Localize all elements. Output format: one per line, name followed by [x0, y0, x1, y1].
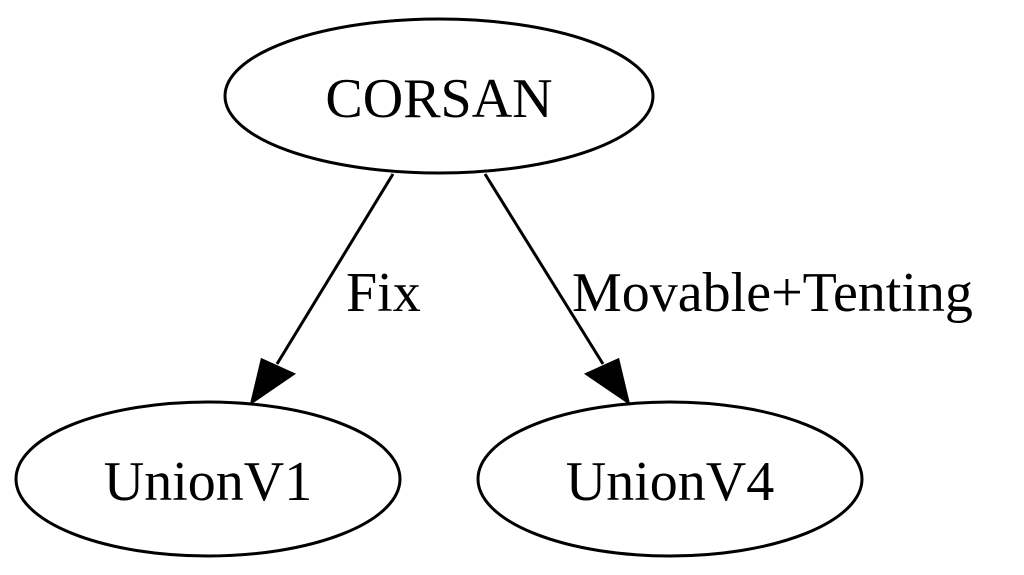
node-unionv4[interactable]: UnionV4 — [476, 400, 864, 558]
edge-line-fix — [275, 173, 395, 365]
arrowhead-unionv4 — [583, 357, 631, 406]
node-corsan[interactable]: CORSAN — [223, 17, 655, 175]
edge-corsan-to-unionv1: Fix — [249, 173, 421, 406]
arrowhead-unionv1 — [249, 357, 297, 406]
node-corsan-ellipse — [223, 17, 655, 175]
edge-line-movable-tenting — [483, 173, 605, 365]
edge-corsan-to-unionv4: Movable+Tenting — [483, 173, 973, 406]
node-unionv1-ellipse — [14, 400, 402, 558]
node-unionv4-ellipse — [476, 400, 864, 558]
edge-label-fix: Fix — [346, 262, 421, 324]
node-corsan-label: CORSAN — [325, 68, 552, 130]
node-unionv4-label: UnionV4 — [566, 451, 774, 513]
edge-label-movable-tenting: Movable+Tenting — [572, 262, 973, 324]
node-unionv1[interactable]: UnionV1 — [14, 400, 402, 558]
node-unionv1-label: UnionV1 — [104, 451, 312, 513]
